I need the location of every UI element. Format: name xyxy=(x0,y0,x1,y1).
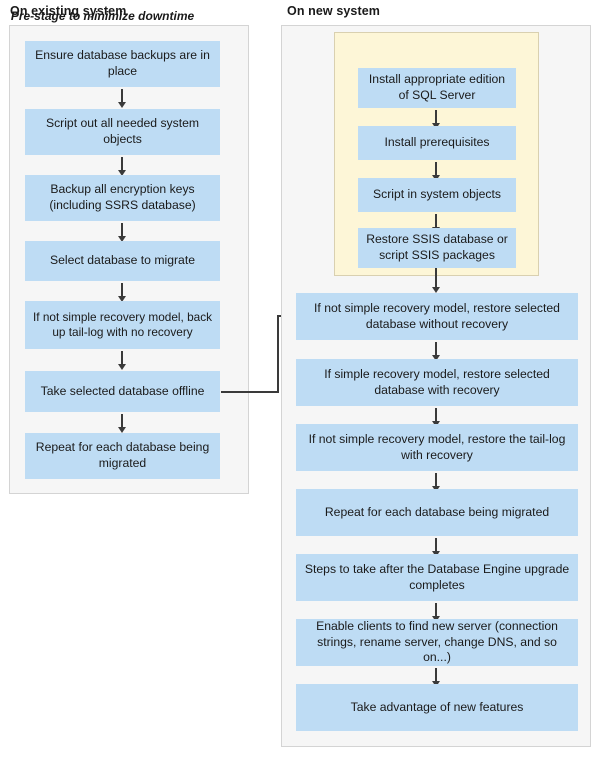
group-pre-stage-title: Pre-stage to minimize downtime xyxy=(10,9,195,23)
arrow-down-prestage-exit xyxy=(432,268,441,293)
node-new-features[interactable]: Take advantage of new features xyxy=(296,684,578,731)
arrow-down-left-3 xyxy=(118,223,127,242)
connector-segment-horizontal-out xyxy=(221,391,279,393)
arrow-down-left-6 xyxy=(118,414,127,433)
node-restore-ssis-database[interactable]: Restore SSIS database or script SSIS pac… xyxy=(358,228,516,268)
node-enable-clients[interactable]: Enable clients to find new server (conne… xyxy=(296,619,578,666)
node-select-database[interactable]: Select database to migrate xyxy=(25,241,220,281)
node-script-objects[interactable]: Script out all needed system objects xyxy=(25,109,220,155)
node-repeat-each-database-right[interactable]: Repeat for each database being migrated xyxy=(296,489,578,536)
node-post-upgrade-steps[interactable]: Steps to take after the Database Engine … xyxy=(296,554,578,601)
node-backup-tail-log[interactable]: If not simple recovery model, back up ta… xyxy=(25,301,220,349)
node-install-prerequisites[interactable]: Install prerequisites xyxy=(358,126,516,160)
node-restore-tail-log[interactable]: If not simple recovery model, restore th… xyxy=(296,424,578,471)
node-ensure-backups[interactable]: Ensure database backups are in place xyxy=(25,41,220,87)
node-install-sql-server[interactable]: Install appropriate edition of SQL Serve… xyxy=(358,68,516,108)
column-heading-new-system: On new system xyxy=(287,4,380,18)
arrow-down-left-2 xyxy=(118,157,127,176)
column-heading-existing-system: On existing system xyxy=(10,4,127,18)
arrow-down-left-1 xyxy=(118,89,127,108)
arrow-down-left-4 xyxy=(118,283,127,302)
node-take-database-offline[interactable]: Take selected database offline xyxy=(25,371,220,412)
arrow-down-left-5 xyxy=(118,351,127,370)
node-restore-without-recovery[interactable]: If not simple recovery model, restore se… xyxy=(296,293,578,340)
node-backup-encryption-keys[interactable]: Backup all encryption keys (including SS… xyxy=(25,175,220,221)
node-restore-with-recovery[interactable]: If simple recovery model, restore select… xyxy=(296,359,578,406)
node-script-in-system-objects[interactable]: Script in system objects xyxy=(358,178,516,212)
connector-segment-vertical xyxy=(277,316,279,393)
node-repeat-each-database-left[interactable]: Repeat for each database being migrated xyxy=(25,433,220,479)
arrow-down-right-1 xyxy=(432,342,441,361)
